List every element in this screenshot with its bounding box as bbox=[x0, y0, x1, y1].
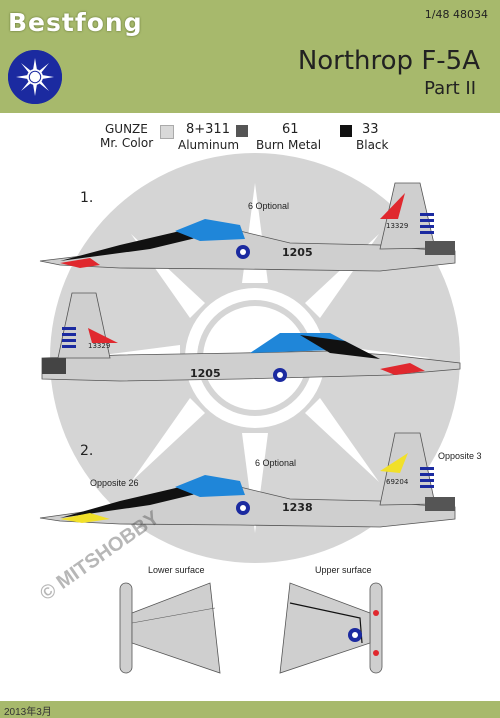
footer-date: 2013年3月 bbox=[4, 707, 52, 718]
roc-roundel-icon bbox=[8, 50, 62, 104]
page-title: Northrop F-5A bbox=[297, 46, 480, 76]
serial-label-1b: 1205 bbox=[190, 367, 221, 380]
opposite-note-3: Opposite 3 bbox=[438, 451, 482, 461]
legend-maker: GUNZE bbox=[105, 122, 148, 136]
catalog-number: 1/48 48034 bbox=[424, 8, 488, 21]
section-label-1: 1. bbox=[80, 190, 94, 206]
legend-code-3: 33 bbox=[362, 122, 379, 137]
header-band: Bestfong 1/48 48034 Northrop F-5A Part I… bbox=[0, 0, 500, 113]
legend-name-1: Aluminum bbox=[178, 138, 240, 152]
instruction-sheet: 1205 13329 1205 13329 bbox=[0, 113, 500, 701]
optional-note-2: 6 Optional bbox=[255, 458, 297, 468]
page-subtitle: Part II bbox=[424, 78, 476, 99]
upper-surface-view bbox=[279, 582, 383, 674]
lower-surface-label: Lower surface bbox=[148, 565, 205, 575]
aircraft-2-profile: 1238 69204 bbox=[39, 432, 456, 528]
swatch-aluminum-icon bbox=[160, 125, 174, 139]
legend-name-3: Black bbox=[356, 138, 389, 152]
opposite-note-2: Opposite 26 bbox=[90, 478, 139, 488]
aircraft-1-left-profile: 1205 13329 bbox=[39, 182, 456, 272]
serial-label-2: 1238 bbox=[282, 501, 313, 514]
swatch-black-icon bbox=[340, 125, 352, 137]
legend-code-1: 8+311 bbox=[186, 122, 230, 137]
tail-label-1: 13329 bbox=[386, 222, 408, 230]
brand-logo: Bestfong bbox=[8, 8, 143, 37]
legend-code-2: 61 bbox=[282, 122, 299, 137]
footer-band: 2013年3月 bbox=[0, 701, 500, 718]
tail-label-2: 69204 bbox=[386, 478, 409, 486]
section-label-2: 2. bbox=[80, 443, 94, 459]
legend-line: Mr. Color bbox=[100, 136, 154, 150]
serial-label-1: 1205 bbox=[282, 246, 313, 259]
lower-surface-view bbox=[119, 582, 221, 674]
swatch-burn-metal-icon bbox=[236, 125, 248, 137]
upper-surface-label: Upper surface bbox=[315, 565, 372, 575]
color-legend: GUNZE Mr. Color 8+311 Aluminum 61 Burn M… bbox=[0, 118, 500, 158]
legend-name-2: Burn Metal bbox=[256, 138, 322, 152]
optional-note-1: 6 Optional bbox=[248, 201, 290, 211]
aircraft-1-right-profile: 1205 13329 bbox=[41, 292, 461, 382]
tail-label-1b: 13329 bbox=[88, 342, 110, 350]
